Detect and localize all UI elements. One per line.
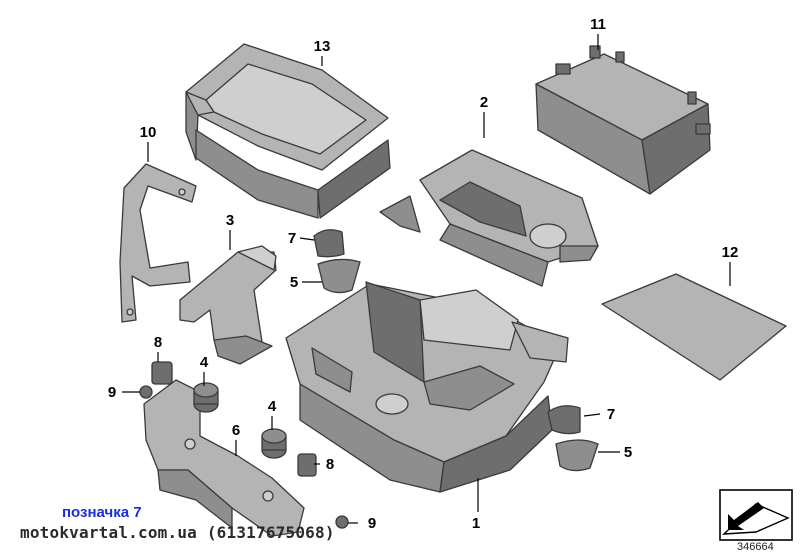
part-7a-clip: [313, 229, 345, 258]
part-3-bracket: [179, 245, 277, 365]
callout-labels: 11 13 2 10 3 7 5 12 8 4 9 7 6 4 5 8 1 9: [108, 16, 739, 532]
caption-label: позначка 7: [62, 504, 142, 521]
callout-6: 6: [232, 422, 240, 439]
part-7b-clip: [547, 405, 581, 435]
part-12-mat: [601, 273, 787, 381]
callout-11: 11: [590, 16, 606, 33]
callout-7a: 7: [288, 230, 296, 247]
callout-10: 10: [140, 124, 157, 141]
callout-9b: 9: [368, 515, 376, 532]
part-4a-buffer: [193, 382, 219, 413]
callout-3: 3: [226, 212, 234, 229]
document-arrow-icon: [719, 489, 793, 541]
part-1-housing: [285, 281, 569, 493]
part-8b-grommet: [297, 453, 317, 477]
part-9a-screw: [139, 385, 153, 399]
part-8a-grommet: [151, 361, 173, 385]
callout-12: 12: [722, 244, 739, 261]
callout-4b: 4: [268, 398, 277, 415]
part-11-cover: [535, 45, 711, 195]
callout-9a: 9: [108, 384, 116, 401]
part-6-lower-bracket: [143, 379, 305, 537]
callout-5a: 5: [290, 274, 298, 291]
callout-7b: 7: [607, 406, 615, 423]
caption-site-link[interactable]: motokvartal.com.ua (61317675068): [20, 523, 335, 542]
part-5a-strap: [317, 258, 361, 294]
diagram-number: 346664: [737, 541, 774, 553]
part-13-frame: [185, 43, 391, 219]
part-2-tray: [379, 149, 599, 287]
callout-8b: 8: [326, 456, 334, 473]
callout-1: 1: [472, 515, 480, 532]
part-5b-strap: [555, 439, 599, 472]
callout-13: 13: [314, 38, 331, 55]
part-4b-buffer: [261, 428, 287, 459]
callout-4a: 4: [200, 354, 209, 371]
callout-5b: 5: [624, 444, 632, 461]
callout-2: 2: [480, 94, 488, 111]
leader-lines: [122, 34, 731, 524]
part-9b-screw: [335, 515, 349, 529]
callout-8a: 8: [154, 334, 162, 351]
part-10-bracket: [119, 163, 197, 323]
